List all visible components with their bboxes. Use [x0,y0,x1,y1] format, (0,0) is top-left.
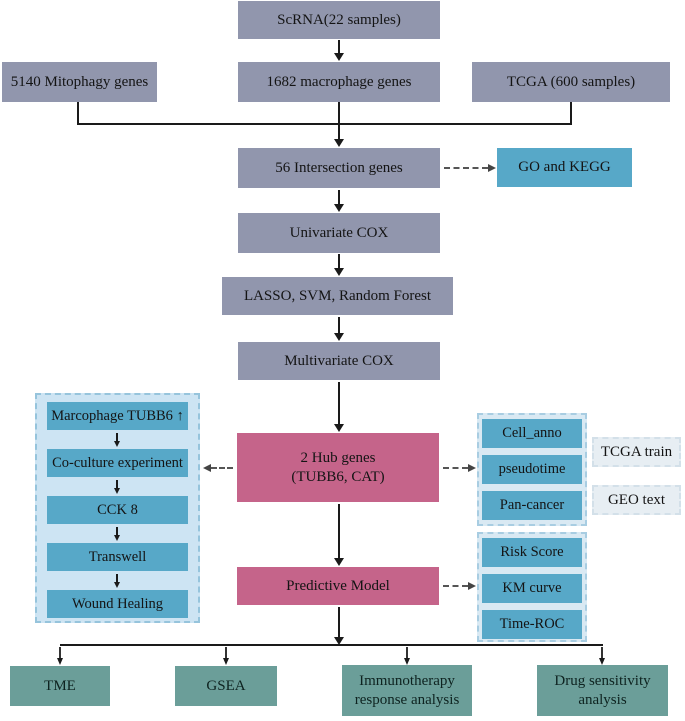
node-pseudotime: pseudotime [482,455,582,484]
node-transwell: Transwell [47,543,188,571]
down-arrow-icon [116,527,118,535]
node-km-curve: KM curve [482,574,582,603]
arrow-predictive-to-distributor [338,607,340,637]
node-risk-score: Risk Score [482,538,582,567]
arrow-scrna-to-macrophage [338,40,340,53]
arrow-merge-to-intersection [338,102,340,139]
dashed-arrow-hub-to-experiments [203,464,233,472]
node-tcga-train: TCGA train [592,437,681,467]
node-intersection-genes: 56 Intersection genes [238,148,440,188]
node-immunotherapy-response: Immunotherapy response analysis [342,665,472,716]
down-arrow-icon [116,480,118,488]
down-arrow-icon [116,574,118,582]
down-arrow-icon [116,433,118,441]
node-geo-text: GEO text [592,485,681,515]
node-cell-anno: Cell_anno [482,419,582,448]
node-hub-genes: 2 Hub genes (TUBB6, CAT) [237,433,439,502]
node-wound-healing: Wound Healing [47,590,188,618]
node-univariate-cox: Univariate COX [238,213,440,253]
node-coculture-experiment: Co-culture experiment [47,449,188,477]
node-cck8: CCK 8 [47,496,188,524]
distributor-line [60,644,603,646]
node-time-roc: Time-ROC [482,610,582,639]
dashed-arrow-intersection-to-gokegg [444,164,496,172]
dashed-arrow-predictive-to-eval [443,582,476,590]
connector-mitophagy-stub [77,102,79,124]
node-macrophage-genes: 1682 macrophage genes [238,62,440,102]
node-macrophage-tubb6-up: Marcophage TUBB6 ↑ [47,402,188,430]
node-tcga-samples: TCGA (600 samples) [472,62,670,102]
arrow-multivariate-to-hub [338,382,340,424]
node-go-kegg: GO and KEGG [497,148,632,187]
model-eval-panel: Risk Score KM curve Time-ROC [477,532,587,642]
node-pan-cancer: Pan-cancer [482,491,582,520]
arrow-hub-to-predictive [338,504,340,558]
hub-genes-line1: 2 Hub genes [300,449,376,466]
node-drug-sensitivity: Drug sensitivity analysis [537,665,668,716]
dashed-arrow-to-immunotherapy [404,647,410,665]
dashed-arrow-to-gsea [223,647,229,665]
arrow-lasso-to-multivariate [338,317,340,333]
dashed-arrow-to-tme [57,647,63,665]
connector-merge-line [77,123,572,125]
arrow-univariate-to-lasso [338,254,340,268]
node-multivariate-cox: Multivariate COX [238,342,440,380]
experiment-panel: Marcophage TUBB6 ↑ Co-culture experiment… [35,393,200,623]
node-mitophagy-genes: 5140 Mitophagy genes [2,62,157,102]
node-gsea: GSEA [175,666,277,706]
dashed-arrow-to-drug [599,647,605,665]
hub-analysis-panel: Cell_anno pseudotime Pan-cancer [477,413,587,526]
dashed-arrow-hub-to-analysis [443,464,476,472]
node-predictive-model: Predictive Model [237,567,439,605]
node-tme: TME [10,666,110,706]
node-lasso-svm-rf: LASSO, SVM, Random Forest [222,277,453,315]
connector-tcga-stub [570,102,572,124]
hub-genes-line2: (TUBB6, CAT) [291,468,385,485]
node-scrna: ScRNA(22 samples) [238,1,440,39]
arrow-intersection-to-univariate [338,190,340,204]
